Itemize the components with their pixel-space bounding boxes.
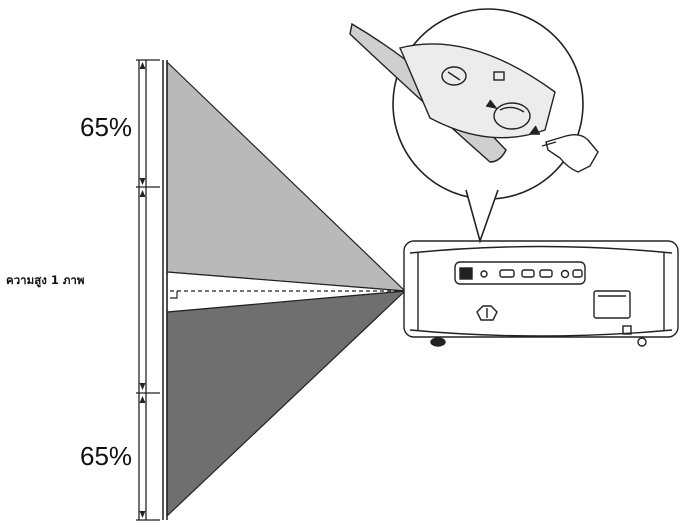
lens-shift-dial-icon	[349, 22, 556, 163]
upper-shift-region	[166, 60, 407, 292]
bottom-dimension-arrows	[136, 383, 160, 518]
top-dimension-arrows	[136, 62, 160, 197]
lower-shift-region	[166, 290, 407, 518]
top-percent-label: 65%	[80, 112, 132, 142]
bottom-percent-label: 65%	[80, 441, 132, 471]
hand-icon	[541, 133, 599, 173]
image-height-label: ความสูง 1 ภาพ	[6, 273, 84, 288]
projector-icon	[403, 240, 679, 347]
right-angle-mark	[170, 291, 178, 299]
